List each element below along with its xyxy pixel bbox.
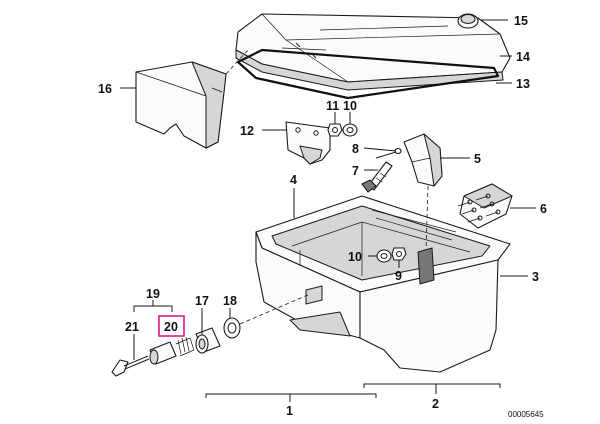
leader-lines <box>120 19 536 402</box>
plug-part-15[interactable] <box>457 13 479 29</box>
nut-part-9[interactable] <box>391 247 407 261</box>
callout-19[interactable]: 19 <box>146 287 160 301</box>
washer-part-10-upper[interactable] <box>342 123 358 137</box>
callout-14[interactable]: 14 <box>516 50 530 64</box>
callout-9[interactable]: 9 <box>395 269 402 283</box>
cover-part-16[interactable] <box>135 49 249 149</box>
callout-18[interactable]: 18 <box>223 294 237 308</box>
seal-part-13[interactable] <box>236 48 500 100</box>
callout-13[interactable]: 13 <box>516 77 530 91</box>
latch-part-5[interactable] <box>403 133 443 187</box>
callout-11[interactable]: 11 <box>326 99 339 113</box>
bolt-part-7[interactable] <box>361 161 393 193</box>
callout-2[interactable]: 2 <box>432 397 439 411</box>
bushing-part-17[interactable] <box>195 327 221 354</box>
assembly-line-lock <box>239 293 311 325</box>
callout-15[interactable]: 15 <box>514 14 528 28</box>
connector-part-6[interactable] <box>457 183 513 229</box>
callout-21[interactable]: 21 <box>125 320 139 334</box>
callout-4[interactable]: 4 <box>290 173 297 187</box>
washer-part-10-lower[interactable] <box>376 249 392 263</box>
box-part-4[interactable] <box>255 185 511 373</box>
callout-20[interactable]: 20 <box>164 320 178 334</box>
callout-16[interactable]: 16 <box>98 82 112 96</box>
callout-6[interactable]: 6 <box>540 202 547 216</box>
callout-12[interactable]: 12 <box>240 124 254 138</box>
highlight-box-part-20 <box>158 315 185 337</box>
callout-10-lower[interactable]: 10 <box>348 250 362 264</box>
callout-10-upper[interactable]: 10 <box>343 99 357 113</box>
callout-8[interactable]: 8 <box>352 142 359 156</box>
callout-1[interactable]: 1 <box>286 404 293 418</box>
callout-17[interactable]: 17 <box>195 294 209 308</box>
key-part-21[interactable] <box>111 355 150 377</box>
callout-5[interactable]: 5 <box>474 152 481 166</box>
drawing-number: 00005645 <box>508 410 544 419</box>
bracket-part-12[interactable] <box>285 121 331 165</box>
nut-part-11[interactable] <box>327 123 343 137</box>
callout-7[interactable]: 7 <box>352 164 359 178</box>
callout-labels: 15 14 13 16 12 11 10 8 7 5 6 4 3 10 9 19… <box>98 14 547 419</box>
lock-cylinder-part-20[interactable] <box>149 336 195 365</box>
callout-3[interactable]: 3 <box>532 270 539 284</box>
ring-part-18[interactable] <box>223 317 241 339</box>
